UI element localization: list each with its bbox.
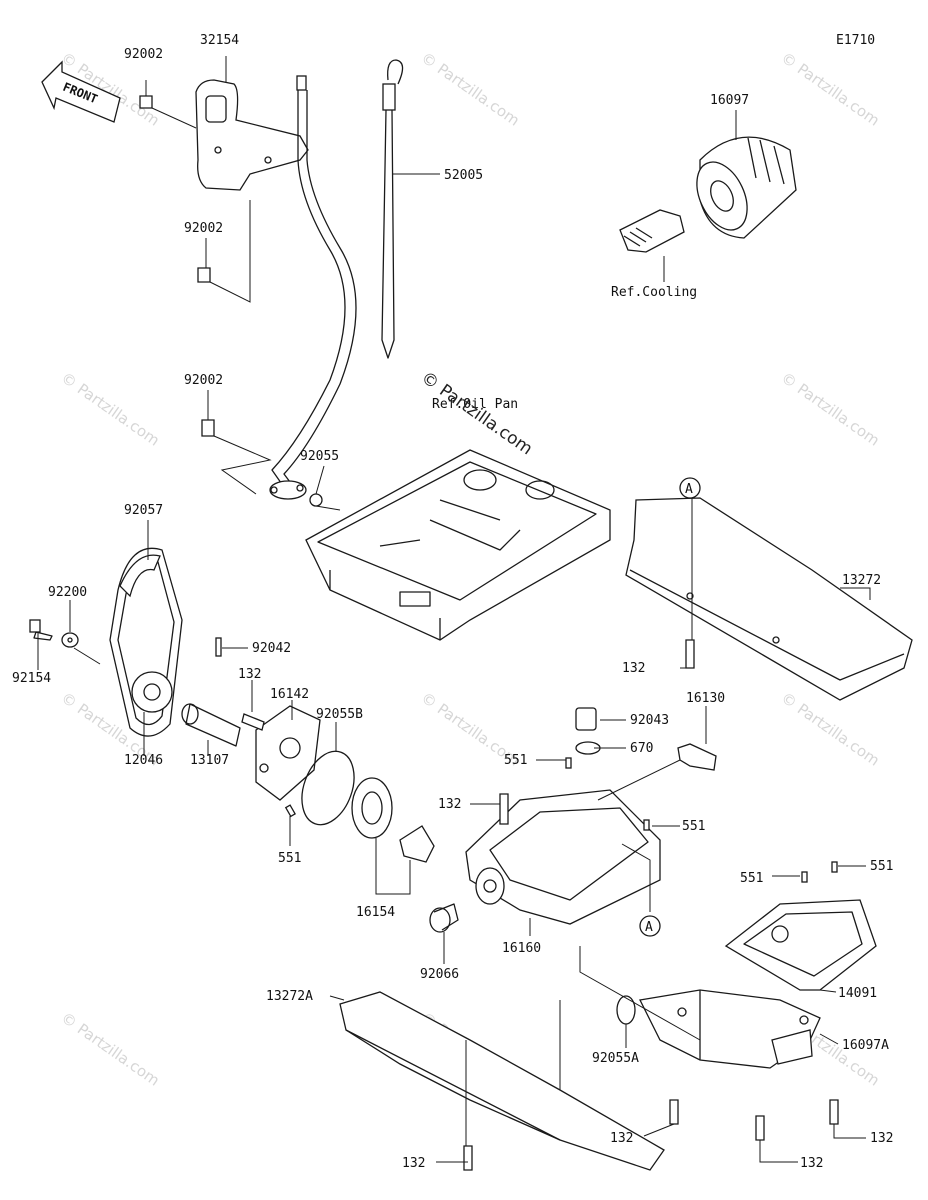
callout-670: 670 xyxy=(630,741,653,756)
bolt-132-c xyxy=(499,793,509,825)
ref-oil-pan-label: Ref.Oil Pan xyxy=(432,397,518,412)
callout-16154: 16154 xyxy=(356,905,395,920)
callout-13272: 13272 xyxy=(842,573,881,588)
callout-551: 551 xyxy=(870,859,893,874)
ref-cooling-label: Ref.Cooling xyxy=(611,285,697,300)
callout-92057: 92057 xyxy=(124,503,163,518)
pump-chain-92057 xyxy=(109,547,183,737)
switch-16130 xyxy=(677,743,717,771)
marker-a-label: A xyxy=(645,920,653,935)
o-ring-92055b xyxy=(301,750,355,826)
o-ring-92055a xyxy=(616,995,636,1025)
bracket-32154 xyxy=(195,79,309,191)
dipstick-52005 xyxy=(381,59,404,359)
watermark: © Partzilla.com xyxy=(778,689,883,770)
callout-92055a: 92055A xyxy=(592,1051,639,1066)
pin-551-a xyxy=(284,804,296,818)
callouts: 92002 32154 92002 52005 16097 92002 9205… xyxy=(12,33,893,1171)
rotor-16154 xyxy=(351,777,435,863)
washer-92200 xyxy=(61,632,79,648)
watermark: © Partzilla.com xyxy=(778,49,883,130)
watermark: © Partzilla.com xyxy=(418,49,523,130)
bolt-132-g xyxy=(463,1145,473,1171)
callout-92043: 92043 xyxy=(630,713,669,728)
leader-lines xyxy=(37,56,871,1163)
marker-a-2: A xyxy=(639,915,661,937)
plug-92066 xyxy=(429,903,459,933)
oil-pump-16142 xyxy=(255,705,321,801)
pin-551-d xyxy=(801,871,808,883)
callout-16160: 16160 xyxy=(502,941,541,956)
o-ring-92055 xyxy=(309,493,323,507)
center-watermark: © Partzilla.com xyxy=(417,368,536,460)
pin-551-c xyxy=(643,819,650,831)
callout-16097: 16097 xyxy=(710,93,749,108)
callout-92002: 92002 xyxy=(184,373,223,388)
dipstick-tube xyxy=(269,75,357,500)
callout-132: 132 xyxy=(238,667,261,682)
callout-132: 132 xyxy=(870,1131,893,1146)
shaft-13107 xyxy=(181,703,241,747)
callout-12046: 12046 xyxy=(124,753,163,768)
callout-132: 132 xyxy=(800,1156,823,1171)
callout-52005: 52005 xyxy=(444,168,483,183)
pin-551-b xyxy=(565,757,572,769)
bolt-132-b xyxy=(685,639,695,669)
pin-551-e xyxy=(831,861,838,873)
callout-16130: 16130 xyxy=(686,691,725,706)
bolt-132-a xyxy=(241,713,265,731)
callout-16097a: 16097A xyxy=(842,1038,889,1053)
watermark: © Partzilla.com xyxy=(778,369,883,450)
marker-a-1: A xyxy=(679,477,701,499)
diagram-code: E1710 xyxy=(836,33,875,48)
callout-13272a: 13272A xyxy=(266,989,313,1004)
callout-92042: 92042 xyxy=(252,641,291,656)
baffle-13272a xyxy=(339,991,665,1171)
callout-92200: 92200 xyxy=(48,585,87,600)
callout-551: 551 xyxy=(278,851,301,866)
callout-92055: 92055 xyxy=(300,449,339,464)
oil-filter-16097 xyxy=(696,136,797,239)
callout-132: 132 xyxy=(622,661,645,676)
callout-92002: 92002 xyxy=(124,47,163,62)
collar-92043 xyxy=(575,707,597,731)
sprocket-12046 xyxy=(131,671,173,713)
callout-13107: 13107 xyxy=(190,753,229,768)
callout-132: 132 xyxy=(402,1156,425,1171)
watermark: © Partzilla.com xyxy=(58,369,163,450)
bolt-92154 xyxy=(29,619,53,641)
callout-32154: 32154 xyxy=(200,33,239,48)
callout-92066: 92066 xyxy=(420,967,459,982)
oil-pan xyxy=(305,449,611,641)
bolt-92002-b xyxy=(197,267,211,283)
baffle-13272 xyxy=(625,497,913,701)
callout-551: 551 xyxy=(740,871,763,886)
bolt-92002-a xyxy=(139,95,153,109)
marker-a-label: A xyxy=(685,482,693,497)
callout-92055b: 92055B xyxy=(316,707,363,722)
cover-14091 xyxy=(724,899,877,991)
bolt-92002-c xyxy=(201,419,215,437)
callout-551: 551 xyxy=(682,819,705,834)
callout-16142: 16142 xyxy=(270,687,309,702)
bolt-132-f xyxy=(755,1115,765,1141)
callout-132: 132 xyxy=(438,797,461,812)
watermark: © Partzilla.com xyxy=(58,1009,163,1090)
union-bolt xyxy=(619,209,685,253)
callout-92002: 92002 xyxy=(184,221,223,236)
pipe-16097a xyxy=(639,989,821,1069)
bolt-132-e xyxy=(829,1099,839,1125)
callout-551: 551 xyxy=(504,753,527,768)
callout-132: 132 xyxy=(610,1131,633,1146)
callout-92154: 92154 xyxy=(12,671,51,686)
housing-16160 xyxy=(465,789,661,925)
callout-14091: 14091 xyxy=(838,986,877,1001)
bolt-132-d xyxy=(669,1099,679,1125)
pin-92042 xyxy=(215,637,222,657)
